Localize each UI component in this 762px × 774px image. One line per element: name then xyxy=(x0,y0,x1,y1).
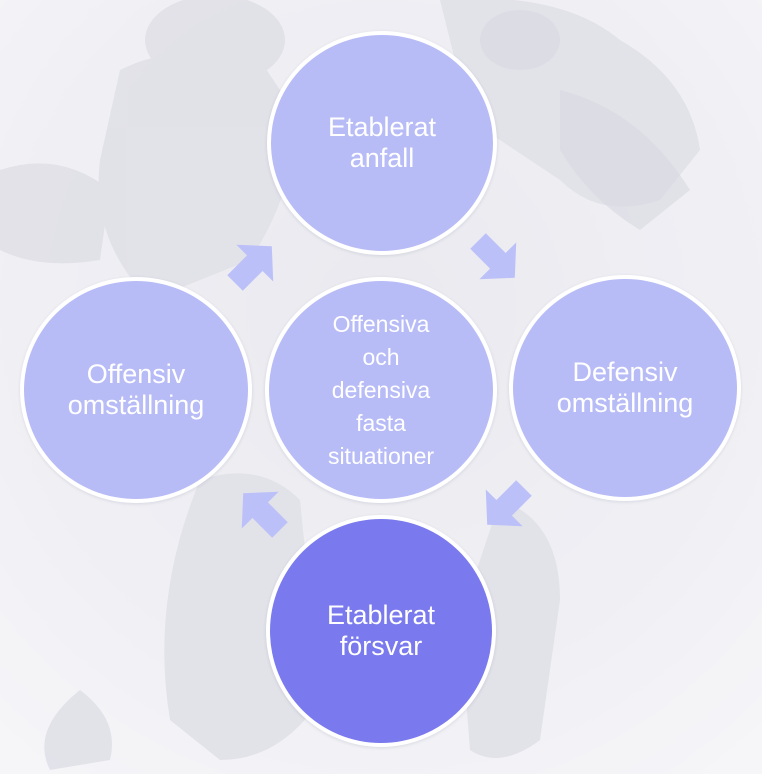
node-fasta-situationer-label: Offensiva och defensiva fasta situatione… xyxy=(327,310,435,469)
node-fasta-situationer: Offensiva och defensiva fasta situatione… xyxy=(265,277,497,503)
node-defensiv-omstallning: Defensiv omställning xyxy=(509,275,741,501)
node-etablerat-anfall-label: Etablerat anfall xyxy=(327,112,437,173)
node-offensiv-omstallning-label: Offensiv omställning xyxy=(67,359,205,420)
node-offensiv-omstallning: Offensiv omställning xyxy=(20,277,252,503)
node-defensiv-omstallning-label: Defensiv omställning xyxy=(556,357,694,418)
node-etablerat-forsvar-label: Etablerat försvar xyxy=(326,600,436,661)
node-etablerat-forsvar: Etablerat försvar xyxy=(266,515,496,747)
node-etablerat-anfall: Etablerat anfall xyxy=(267,31,497,255)
